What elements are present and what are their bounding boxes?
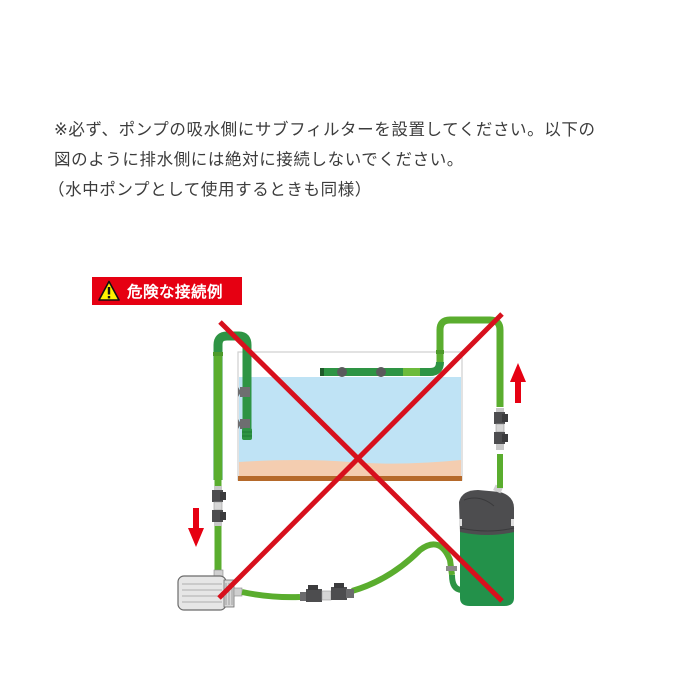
warning-triangle-icon [98,280,120,301]
prohibition-cross [217,312,504,603]
middle-double-tap-valve [300,583,354,602]
notice-line-1: ※必ず、ポンプの吸水側にサブフィルターを設置してください。以下の [54,120,596,139]
notice-line-2: 図のように排水側には絶対に接続しないでください。 [54,150,464,169]
notice-line-3: （水中ポンプとして使用するときも同様） [48,180,372,199]
danger-banner: 危険な接続例 [92,277,242,305]
flow-arrow-down [188,508,204,547]
inlet-pipe [213,331,252,487]
danger-banner-label: 危険な接続例 [127,283,224,301]
left-double-tap-valve [212,486,226,572]
tank-base [238,476,462,481]
sub-filter [459,484,515,606]
outlet-pipe [418,316,504,488]
flow-arrow-up [510,363,526,403]
right-double-tap-valve [494,408,508,450]
shower-pipe [320,367,420,377]
warning-notice: ※必ず、ポンプの吸水側にサブフィルターを設置してください。以下の 図のように排水… [48,115,674,205]
external-pump [177,569,243,611]
discharge-hose [241,541,463,601]
